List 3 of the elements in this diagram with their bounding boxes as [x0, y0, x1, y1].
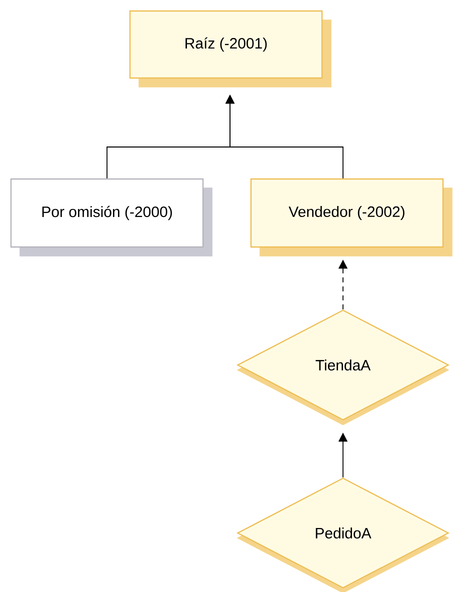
process-box: Por omisión (-2000) [10, 178, 212, 256]
process-box: Vendedor (-2002) [250, 178, 452, 256]
process-box: Raíz (-2001) [129, 10, 332, 88]
